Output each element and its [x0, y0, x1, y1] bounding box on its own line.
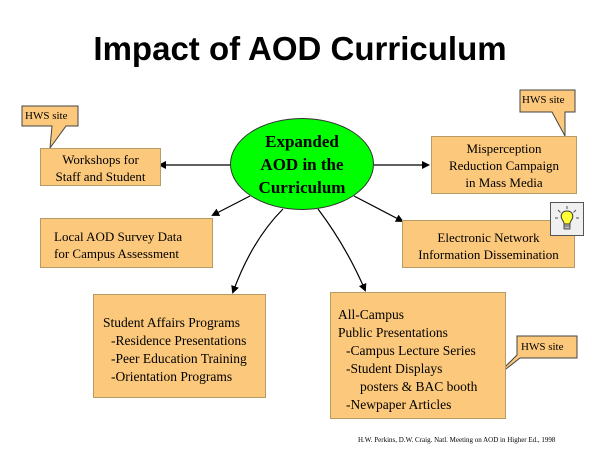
misperception-line-3: in Mass Media — [465, 175, 543, 190]
lightbulb-icon — [550, 202, 584, 236]
citation-footer: H.W. Perkins, D.W. Craig. Natl. Meeting … — [358, 436, 556, 444]
workshops-box: Workshops for Staff and Student — [40, 148, 161, 186]
electronic-box: Electronic Network Information Dissemina… — [402, 220, 575, 268]
center-line-1: Expanded — [265, 131, 339, 151]
student-affairs-box: Student Affairs Programs -Residence Pres… — [93, 294, 266, 398]
workshops-line-1: Workshops for — [62, 152, 139, 167]
all-campus-box: All-Campus Public Presentations -Campus … — [330, 292, 506, 419]
electronic-line-1: Electronic Network — [437, 230, 540, 245]
center-line-2: AOD in the — [260, 154, 344, 174]
page-title: Impact of AOD Curriculum — [93, 30, 507, 67]
all-campus-line-5: posters & BAC booth — [360, 379, 478, 394]
callout-label-right-top: HWS site — [522, 94, 565, 106]
center-line-3: Curriculum — [258, 177, 346, 197]
callout-right-mid — [491, 335, 578, 381]
callout-left-top — [21, 105, 79, 150]
survey-line-2: for Campus Assessment — [54, 246, 179, 261]
student-affairs-line-3: -Peer Education Training — [111, 351, 247, 366]
center-node: Expanded AOD in the Curriculum — [230, 118, 374, 210]
callout-label-right-mid: HWS site — [521, 341, 564, 353]
workshops-line-2: Staff and Student — [55, 169, 146, 184]
callout-label-left-top: HWS site — [25, 110, 68, 122]
arrow-to-survey — [211, 195, 251, 216]
student-affairs-line-1: Student Affairs Programs — [103, 315, 240, 330]
electronic-line-2: Information Dissemination — [418, 247, 559, 262]
arrow-to-student-affairs — [231, 208, 284, 294]
student-affairs-line-4: -Orientation Programs — [111, 369, 233, 384]
lightbulb-glyph — [555, 206, 579, 230]
all-campus-line-2: Public Presentations — [338, 325, 448, 340]
survey-line-1: Local AOD Survey Data — [54, 229, 183, 244]
all-campus-line-4: -Student Displays — [346, 361, 443, 376]
student-affairs-line-2: -Residence Presentations — [111, 333, 247, 348]
misperception-box: Misperception Reduction Campaign in Mass… — [431, 136, 577, 194]
all-campus-line-6: -Newpaper Articles — [346, 397, 452, 412]
arrow-to-electronic — [353, 195, 404, 222]
callout-right-top — [519, 89, 576, 137]
all-campus-line-3: -Campus Lecture Series — [346, 343, 476, 358]
arrow-to-all-campus — [317, 208, 367, 292]
misperception-line-2: Reduction Campaign — [448, 158, 560, 173]
all-campus-line-1: All-Campus — [338, 307, 404, 322]
survey-box: Local AOD Survey Data for Campus Assessm… — [40, 218, 213, 268]
misperception-line-1: Misperception — [466, 141, 542, 156]
